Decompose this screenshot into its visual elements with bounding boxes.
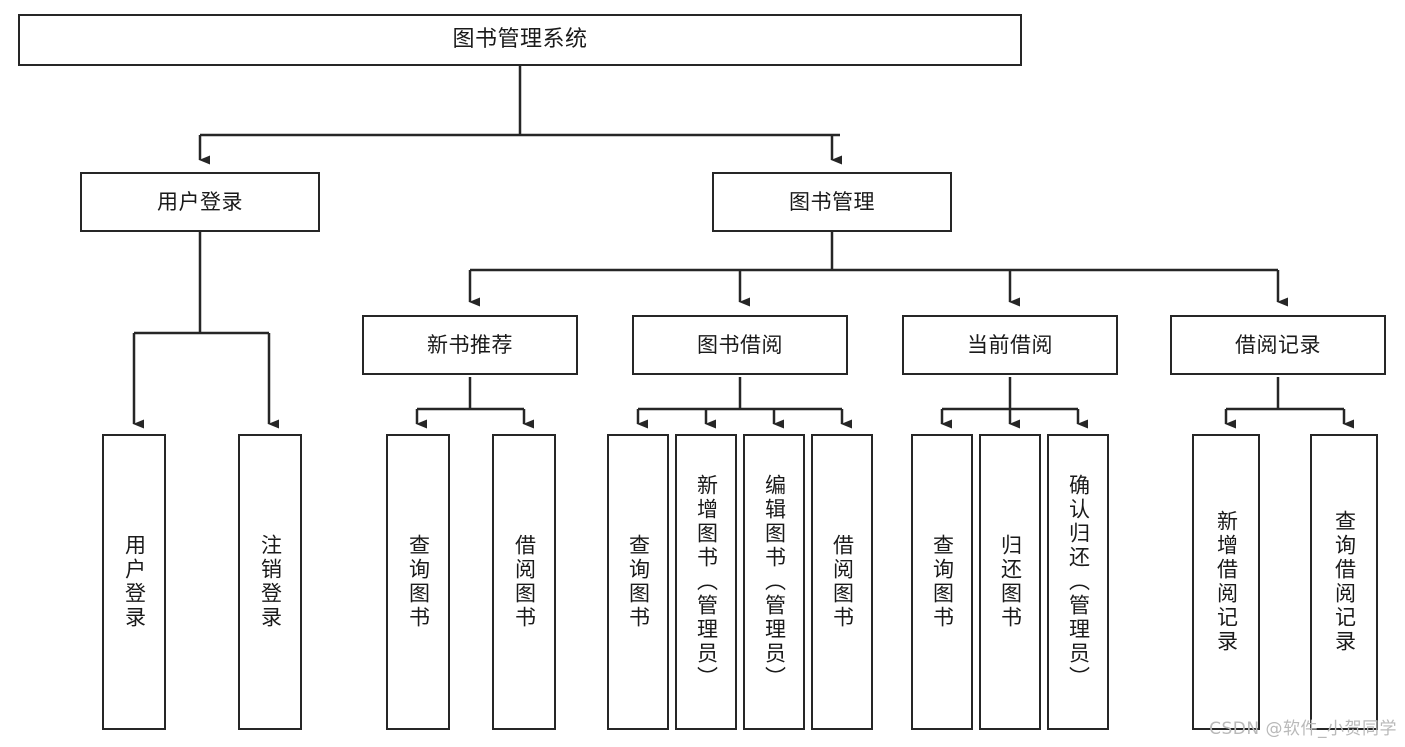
node-label: 新增借阅记录: [1214, 510, 1239, 654]
node-label: 借阅图书: [512, 534, 537, 630]
node-borrow-record[interactable]: 借阅记录: [1170, 315, 1386, 375]
node-label: 查询图书: [930, 534, 955, 630]
leaf-record-query-record[interactable]: 查询借阅记录: [1310, 434, 1378, 730]
node-current-borrow[interactable]: 当前借阅: [902, 315, 1118, 375]
node-label: 新增图书（管理员）: [694, 474, 719, 690]
node-label: 归还图书: [998, 534, 1023, 630]
node-label: 借阅记录: [1235, 332, 1321, 357]
node-label: 编辑图书（管理员）: [762, 474, 787, 690]
node-label: 当前借阅: [967, 332, 1053, 357]
node-root-system[interactable]: 图书管理系统: [18, 14, 1022, 66]
leaf-current-confirm-return-admin[interactable]: 确认归还（管理员）: [1047, 434, 1109, 730]
node-label: 注销登录: [258, 534, 283, 630]
node-user-login[interactable]: 用户登录: [80, 172, 320, 232]
node-label: 用户登录: [122, 534, 147, 630]
leaf-borrow-add-book-admin[interactable]: 新增图书（管理员）: [675, 434, 737, 730]
leaf-borrow-edit-book-admin[interactable]: 编辑图书（管理员）: [743, 434, 805, 730]
node-label: 新书推荐: [427, 332, 513, 357]
leaf-current-query-book[interactable]: 查询图书: [911, 434, 973, 730]
leaf-borrow-borrow-book[interactable]: 借阅图书: [811, 434, 873, 730]
node-label: 查询借阅记录: [1332, 510, 1357, 654]
leaf-user-login-signin[interactable]: 用户登录: [102, 434, 166, 730]
node-label: 查询图书: [406, 534, 431, 630]
node-new-book-recommend[interactable]: 新书推荐: [362, 315, 578, 375]
leaf-recommend-borrow-book[interactable]: 借阅图书: [492, 434, 556, 730]
leaf-user-login-signout[interactable]: 注销登录: [238, 434, 302, 730]
node-label: 用户登录: [157, 189, 243, 214]
node-label: 图书管理系统: [452, 27, 588, 53]
node-label: 借阅图书: [830, 534, 855, 630]
csdn-watermark: CSDN @软件_小贺同学: [1209, 719, 1397, 739]
leaf-record-add-record[interactable]: 新增借阅记录: [1192, 434, 1260, 730]
node-label: 查询图书: [626, 534, 651, 630]
leaf-borrow-query-book[interactable]: 查询图书: [607, 434, 669, 730]
node-label: 图书管理: [789, 189, 875, 214]
node-label: 图书借阅: [697, 332, 783, 357]
leaf-recommend-query-book[interactable]: 查询图书: [386, 434, 450, 730]
leaf-current-return-book[interactable]: 归还图书: [979, 434, 1041, 730]
node-book-management[interactable]: 图书管理: [712, 172, 952, 232]
node-label: 确认归还（管理员）: [1066, 474, 1091, 690]
node-book-borrow[interactable]: 图书借阅: [632, 315, 848, 375]
